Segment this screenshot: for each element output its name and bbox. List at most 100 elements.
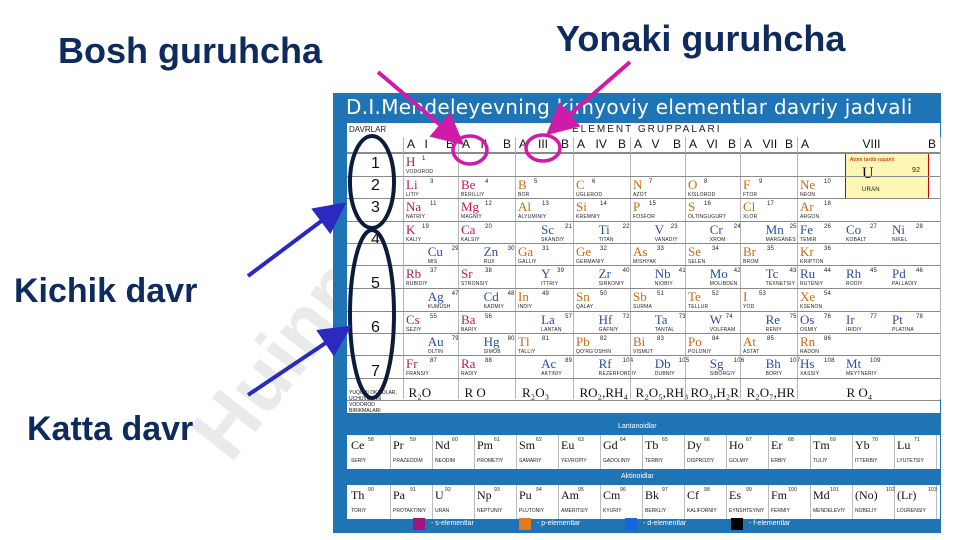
legend-swatch <box>519 518 531 530</box>
element-number: 5 <box>534 179 538 185</box>
element-number: 31 <box>542 246 550 252</box>
period-number-3: 3 <box>371 199 380 216</box>
f-element-number: 91 <box>410 487 416 493</box>
label-kichik-davr: Kichik davr <box>14 272 198 310</box>
f-element-number: 103 <box>928 487 937 493</box>
group-numeral-4: IV <box>595 137 607 151</box>
f-element-name: PLUTONIY <box>519 508 544 514</box>
element-symbol: Rb <box>406 266 422 281</box>
element-name: KSENON <box>800 304 823 310</box>
f-element-name: EYNSHTEYNIY <box>729 508 765 514</box>
f-element-number: 96 <box>620 487 626 493</box>
element-name: NEON <box>800 192 816 198</box>
arrow-bosh <box>376 70 465 146</box>
element-symbol: Sn <box>576 289 590 304</box>
element-symbol: Si <box>576 199 587 214</box>
element-name: BOR <box>518 192 530 198</box>
period-number-6: 6 <box>371 319 380 336</box>
element-symbol: F <box>743 177 751 192</box>
row-divider <box>347 378 940 379</box>
ellipse-kichik <box>348 134 396 230</box>
element-symbol: Be <box>461 177 476 192</box>
element-symbol: At <box>743 334 756 349</box>
element-name: MEYTNERIY <box>846 371 877 377</box>
element-symbol: Os <box>800 312 815 327</box>
element-number: 46 <box>916 268 924 274</box>
arrow-yonaki <box>545 60 632 136</box>
element-number: 106 <box>734 358 745 364</box>
element-name: VOLFRAM <box>709 327 736 333</box>
f-element-number: 90 <box>368 487 374 493</box>
element-name: ASTAT <box>743 349 760 355</box>
column-divider <box>458 137 459 399</box>
element-symbol: Cu <box>427 244 443 259</box>
element-name: OLTIN <box>427 349 444 355</box>
element-number: 74 <box>725 314 733 320</box>
oxide-formula: R₂O₃ <box>522 385 550 400</box>
row-divider <box>347 176 940 177</box>
f-element-number: 62 <box>536 437 542 443</box>
element-name: SURMA <box>633 304 653 310</box>
legend-swatch <box>413 518 425 530</box>
element-number: 34 <box>712 246 720 252</box>
element-number: 75 <box>789 314 797 320</box>
f-element-number: 102 <box>886 487 895 493</box>
element-number: 38 <box>485 268 493 274</box>
f-element-symbol: Tb <box>645 438 659 452</box>
element-symbol: Cd <box>483 289 499 304</box>
period-number-2: 2 <box>371 177 380 194</box>
element-number: 86 <box>824 336 832 342</box>
group-numeral-5: V <box>651 137 660 151</box>
element-number: 49 <box>542 291 550 297</box>
label-katta-davr: Katta davr <box>27 410 194 448</box>
label-bosh-guruhcha: Bosh guruhcha <box>58 30 323 71</box>
element-number: 16 <box>704 201 712 207</box>
element-symbol: In <box>518 289 529 304</box>
element-symbol: Ba <box>461 312 476 327</box>
f-element-name: NOBELIY <box>855 508 877 514</box>
group-header-5: B <box>673 137 682 151</box>
element-number: 78 <box>916 314 924 320</box>
f-element-number: 68 <box>788 437 794 443</box>
oxide-formula: R₂O₇,HR <box>746 385 795 400</box>
group-header-8: A <box>801 137 810 151</box>
element-number: 24 <box>733 224 741 230</box>
element-number: 26 <box>824 224 832 230</box>
f-element-name: YEVROPIY <box>561 458 587 464</box>
label-yonaki-guruhcha: Yonaki guruhcha <box>556 18 846 59</box>
element-name: VODOROD <box>406 169 434 175</box>
element-number: 39 <box>557 268 565 274</box>
row-divider <box>347 311 940 312</box>
element-name: NIKEL <box>892 237 908 243</box>
element-number: 80 <box>507 336 515 342</box>
f-element-name: PROMETIY <box>477 458 504 464</box>
element-number: 20 <box>485 224 493 230</box>
element-symbol: Zr <box>598 266 611 281</box>
column-divider <box>630 137 631 399</box>
element-name: SIMOB <box>483 349 501 355</box>
f-element-number: 60 <box>452 437 458 443</box>
f-element-name: GADOLINIY <box>603 458 631 464</box>
element-symbol: Db <box>654 356 671 371</box>
period-number-5: 5 <box>371 275 380 292</box>
